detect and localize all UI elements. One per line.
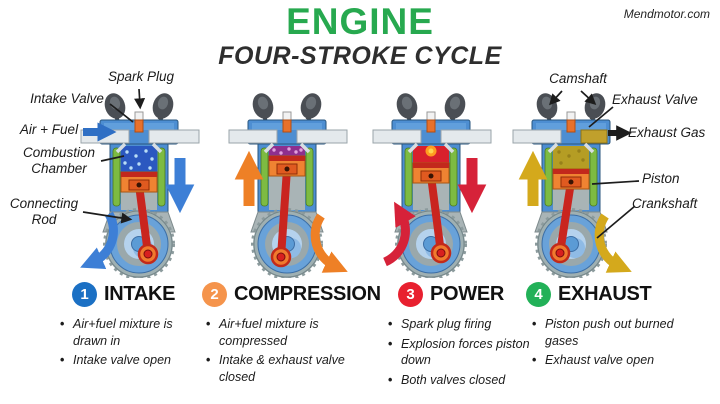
connecting-rod-connector — [82, 211, 133, 224]
cylinder-liner-left — [112, 147, 121, 207]
engine-diagram-power — [372, 93, 492, 278]
camshaft-connector-right — [580, 90, 597, 105]
stroke-name: EXHAUST — [558, 283, 652, 305]
page-subtitle: FOUR-STROKE CYCLE — [218, 42, 502, 70]
stroke-bullet: Spark plug firing — [388, 316, 538, 333]
stroke-bullet: Intake & exhaust valve closed — [206, 352, 366, 385]
rotation-arrow — [310, 213, 348, 273]
cylinder-liner-right — [305, 147, 314, 207]
intake-valve-label: Intake Valve — [30, 91, 104, 106]
exhaust-port — [296, 129, 348, 144]
connecting-rod — [427, 172, 445, 257]
stroke-bullet-list: Piston push out burned gasesExhaust valv… — [532, 316, 697, 372]
connecting-rod-label: Connecting Rod — [9, 196, 79, 227]
exhaust-port — [580, 129, 608, 144]
stroke-number-badge: 4 — [526, 282, 551, 307]
stroke-bullet-list: Air+fuel mixture is drawn in Intake valve… — [60, 316, 195, 372]
stroke-bullet: Explosion forces piston down — [388, 336, 538, 369]
stroke-number-badge: 2 — [202, 282, 227, 307]
exhaust-port — [440, 129, 492, 144]
exhaust-valve-connector — [588, 106, 614, 128]
crankshaft-label: Crankshaft — [632, 196, 698, 211]
piston-label: Piston — [642, 171, 680, 186]
stroke-bullet: Both valves closed — [388, 372, 538, 389]
connecting-rod — [556, 178, 575, 257]
piston-connector — [591, 180, 640, 185]
rotation-arrow — [594, 213, 632, 273]
rotation-arrow — [80, 211, 118, 269]
combustion-chamber — [269, 146, 305, 156]
stroke-header: 1 INTAKE — [72, 282, 175, 307]
intake-port — [372, 129, 422, 144]
exhaust-gas-label: Exhaust Gas — [628, 125, 706, 140]
stroke-bullet-list: Air+fuel mixture is compressedIntake & e… — [206, 316, 366, 388]
stroke-bullet: Intake valve open — [60, 352, 195, 369]
stroke-bullet: Piston push out burned gases — [532, 316, 697, 349]
cylinder-liner-right — [157, 147, 166, 207]
connecting-rod — [135, 181, 152, 258]
camshaft-label: Camshaft — [549, 71, 607, 86]
watermark: Mendmotor.com — [623, 7, 710, 21]
connecting-rod — [277, 165, 291, 261]
stroke-header: 2 COMPRESSION — [202, 282, 381, 307]
crankshaft-connector — [596, 205, 636, 239]
intake-port — [228, 129, 278, 144]
piston — [120, 171, 158, 193]
engine-diagram-compression — [228, 93, 348, 278]
camshaft-connector-left — [549, 90, 563, 106]
stroke-bullet: Exhaust valve open — [532, 352, 697, 369]
combustion-chamber-label: Combustion Chamber — [22, 145, 96, 176]
stroke-header: 3 POWER — [398, 282, 504, 307]
stroke-header: 4 EXHAUST — [526, 282, 652, 307]
air-fuel-label: Air + Fuel — [19, 122, 79, 137]
cylinder-liner-right — [589, 147, 598, 207]
stroke-name: INTAKE — [104, 283, 176, 305]
rotation-arrow — [382, 201, 416, 267]
stroke-bullet-list: Spark plug firingExplosion forces piston… — [388, 316, 538, 391]
stroke-bullet: Air+fuel mixture is drawn in — [60, 316, 195, 349]
exhaust-valve-label: Exhaust Valve — [612, 92, 698, 107]
page-title: ENGINE — [286, 1, 434, 42]
engine-diagram-intake — [80, 93, 200, 278]
piston — [412, 162, 450, 184]
intake-valve-connector — [109, 103, 134, 123]
spark-plug-connector — [134, 88, 146, 110]
intake-port — [512, 129, 562, 144]
exhaust-port — [148, 129, 200, 144]
piston — [268, 155, 306, 177]
stroke-name: COMPRESSION — [234, 283, 381, 305]
stroke-number-badge: 1 — [72, 282, 97, 307]
cylinder-liner-right — [449, 147, 458, 207]
stroke-name: POWER — [430, 283, 505, 305]
piston — [552, 168, 590, 190]
stroke-bullet: Air+fuel mixture is compressed — [206, 316, 366, 349]
camshaft-lobes — [396, 93, 466, 133]
combustion-chamber-connector — [100, 155, 125, 162]
stroke-number-badge: 3 — [398, 282, 423, 307]
spark-plug-label: Spark Plug — [107, 69, 175, 84]
